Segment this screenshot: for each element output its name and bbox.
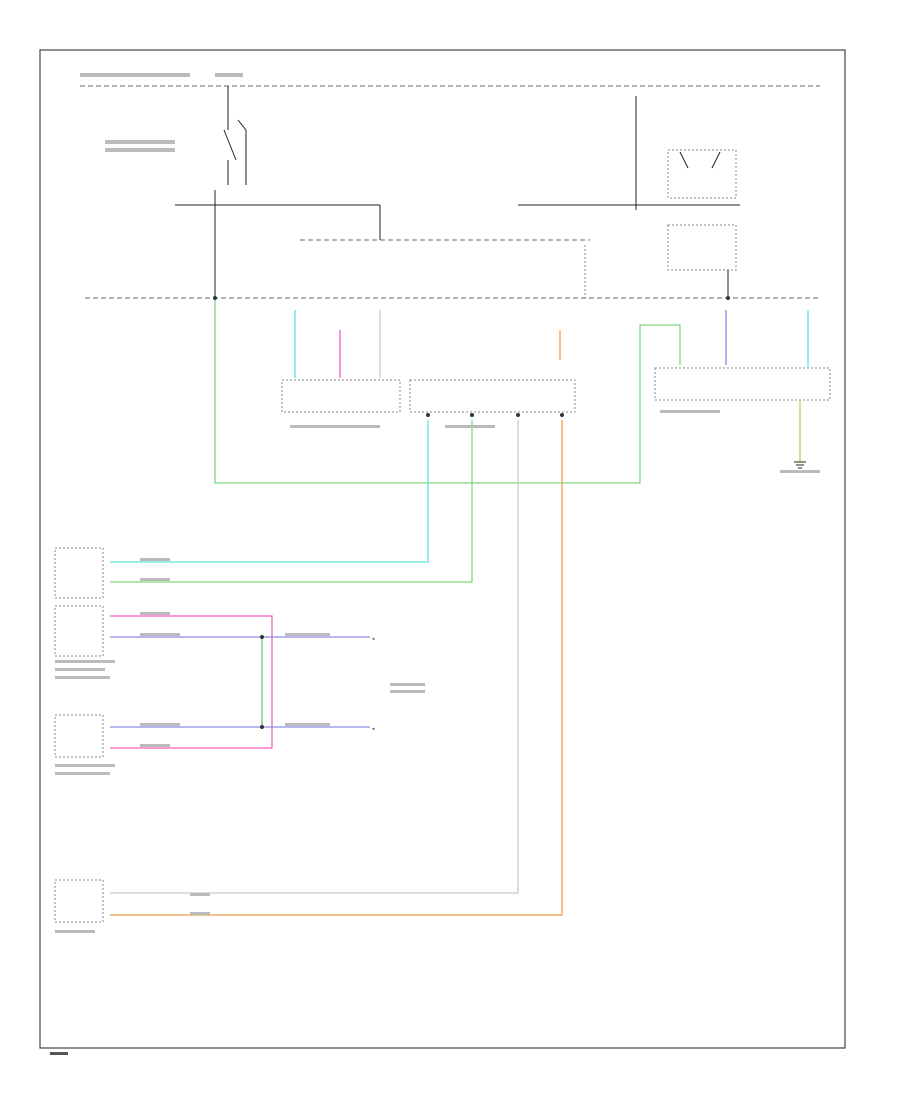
relay-block-lower-right <box>667 224 737 271</box>
module-label-mark <box>55 930 95 933</box>
wire-label-mark <box>140 578 170 581</box>
shift-pin-relay <box>409 379 576 413</box>
wire-label-mark <box>190 893 210 896</box>
bus-label-mark <box>80 73 190 77</box>
transmission-range-sensor <box>654 367 831 401</box>
connector-arrow: ◂ <box>372 727 375 732</box>
diagram-frame <box>39 49 846 1049</box>
relay-block-top-right <box>667 149 737 199</box>
splice-node <box>260 635 264 639</box>
component-label-mark <box>780 470 820 473</box>
wire-label-mark <box>190 912 210 915</box>
ground-symbol <box>794 461 806 469</box>
splice-node <box>726 296 730 300</box>
wire-pink-loop <box>110 615 273 749</box>
fuse-label-mark <box>215 73 243 77</box>
module-label-mark <box>390 690 425 693</box>
module-label-mark <box>55 660 115 663</box>
pcm-connector-b <box>54 605 104 657</box>
brake-switch-label-mark <box>105 148 175 152</box>
module-label-mark <box>390 683 425 686</box>
powertrain-control-module <box>54 547 104 599</box>
switch-contact <box>223 129 237 161</box>
component-label-mark <box>660 410 720 413</box>
splice-node <box>426 413 430 417</box>
wire-label-mark <box>140 744 170 747</box>
splice-node <box>213 296 217 300</box>
splice-node <box>560 413 564 417</box>
component-label-mark <box>290 425 380 428</box>
switch-side-wire <box>237 119 247 185</box>
wire-label-mark <box>285 633 330 636</box>
footer-mark <box>50 1052 68 1055</box>
cluster-connector <box>54 879 104 923</box>
module-label-mark <box>55 764 115 767</box>
module-label-mark <box>55 676 110 679</box>
ac-pressure-transducer <box>281 379 401 413</box>
module-label-mark <box>55 668 105 671</box>
brake-switch-label-mark <box>105 140 175 144</box>
engine-control-module <box>54 714 104 758</box>
wire-label-mark <box>140 558 170 561</box>
wire-green-long <box>214 300 681 484</box>
wire-cyan-module <box>110 420 429 563</box>
wire-label-mark <box>140 612 170 615</box>
wire-label-mark <box>285 723 330 726</box>
wire-label-mark <box>140 633 180 636</box>
relay-contact <box>679 151 721 169</box>
connector-arrow: ◂ <box>372 637 375 642</box>
splice-node <box>516 413 520 417</box>
splice-node <box>260 725 264 729</box>
wire-label-mark <box>140 723 180 726</box>
module-label-mark <box>55 772 110 775</box>
component-label-mark <box>445 425 495 428</box>
wire-gray-long <box>110 420 519 894</box>
splice-node <box>470 413 474 417</box>
wire-green-module <box>110 420 473 583</box>
wire-orange-long <box>110 420 563 916</box>
